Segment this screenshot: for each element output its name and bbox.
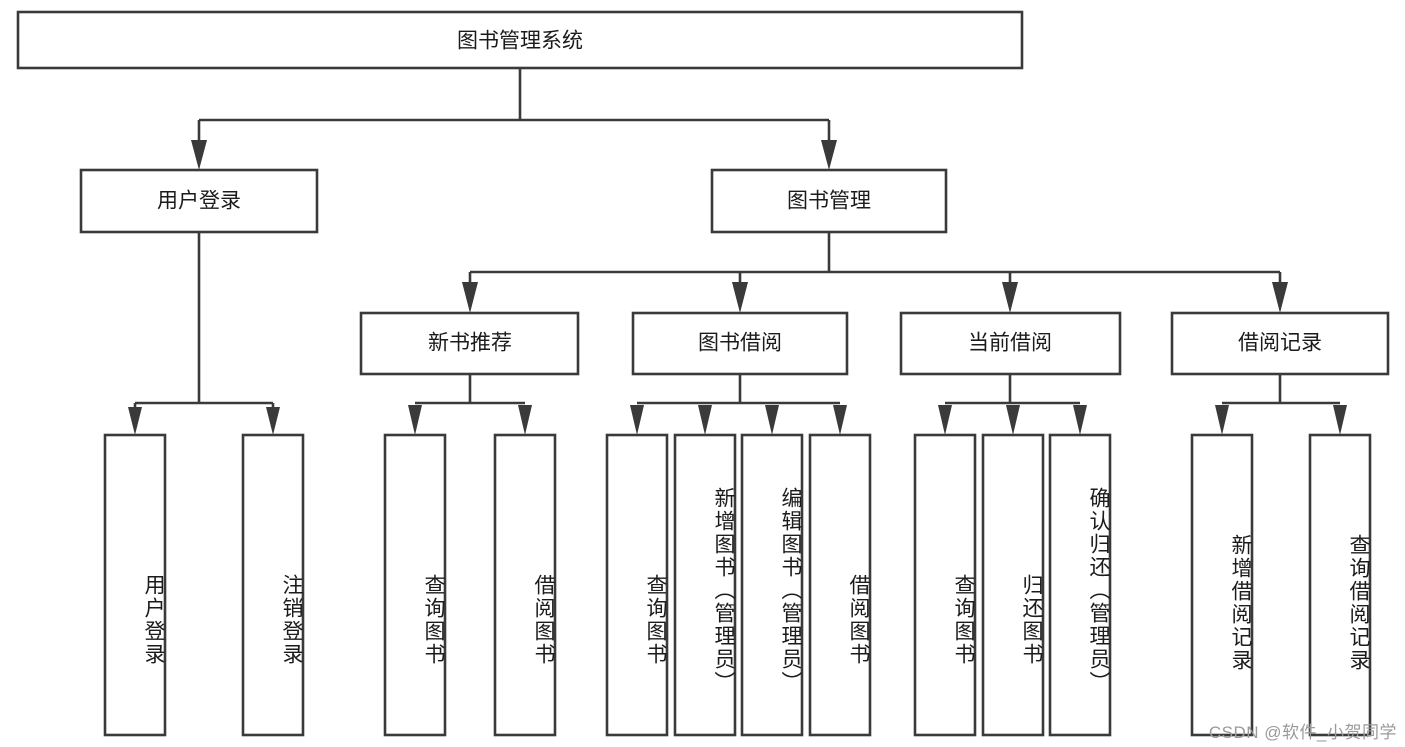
arrow-head-l3-0 (462, 282, 478, 313)
nodes-layer: 图书管理系统 用户登录 图书管理 新书推荐 图书借阅 当前借阅 借阅记录 (16, 10, 1390, 737)
arrow-head-ul-leaf-0 (128, 407, 142, 435)
arrow-head-user-login (191, 140, 207, 170)
leaf-box-borrow-record-1[interactable] (1308, 433, 1372, 737)
arrow-head-bb-leaf-2 (765, 405, 779, 435)
node-book-mgmt-box[interactable] (710, 168, 948, 234)
arrow-head-bb-leaf-1 (698, 405, 712, 435)
leaf-box-borrow-record-0[interactable] (1190, 433, 1254, 737)
node-book-borrow-box[interactable] (631, 311, 849, 376)
arrow-head-br-leaf-0 (1215, 405, 1229, 435)
arrow-head-book-mgmt (821, 140, 837, 170)
watermark-text: CSDN @软件_小贺同学 (1208, 723, 1397, 742)
arrow-head-cb-leaf-0 (938, 405, 952, 435)
node-current-borrow-box[interactable] (899, 311, 1122, 376)
leaf-box-new-book-0[interactable] (383, 433, 447, 737)
node-book-borrow-label: 图书借阅 (698, 332, 782, 355)
arrow-head-l3-1 (732, 282, 748, 313)
node-user-login-box[interactable] (79, 168, 319, 234)
arrow-head-bb-leaf-3 (833, 405, 847, 435)
node-new-book-recommend-box[interactable] (359, 311, 580, 376)
node-borrow-record-label: 借阅记录 (1238, 332, 1322, 355)
leaf-box-user-login-1[interactable] (241, 433, 305, 737)
leaf-box-current-borrow-1[interactable] (981, 433, 1045, 737)
node-book-mgmt-label: 图书管理 (787, 190, 871, 213)
arrow-head-cb-leaf-2 (1073, 405, 1087, 435)
leaf-box-new-book-1[interactable] (493, 433, 557, 737)
arrow-head-nb-leaf-0 (408, 405, 422, 435)
leaf-box-book-borrow-1[interactable] (673, 433, 737, 737)
node-root-label: 图书管理系统 (457, 30, 583, 53)
arrow-head-l3-2 (1002, 282, 1018, 313)
arrow-head-cb-leaf-1 (1006, 405, 1020, 435)
node-root-box[interactable] (16, 10, 1024, 70)
node-new-book-recommend-label: 新书推荐 (428, 332, 512, 355)
node-user-login-label: 用户登录 (157, 190, 241, 213)
arrow-head-bb-leaf-0 (630, 405, 644, 435)
node-borrow-record-box[interactable] (1170, 311, 1390, 376)
node-current-borrow-label: 当前借阅 (968, 332, 1052, 355)
leaf-box-book-borrow-2[interactable] (740, 433, 804, 737)
arrow-head-nb-leaf-1 (518, 405, 532, 435)
leaf-box-book-borrow-0[interactable] (605, 433, 669, 737)
leaf-box-book-borrow-3[interactable] (808, 433, 872, 737)
leaf-box-current-borrow-2[interactable] (1048, 433, 1112, 737)
arrow-head-ul-leaf-1 (266, 407, 280, 435)
connectors-layer (128, 68, 1347, 435)
arrow-head-l3-3 (1272, 282, 1288, 313)
leaf-box-current-borrow-0[interactable] (913, 433, 977, 737)
arrow-head-br-leaf-1 (1333, 405, 1347, 435)
leaf-box-user-login-0[interactable] (103, 433, 167, 737)
